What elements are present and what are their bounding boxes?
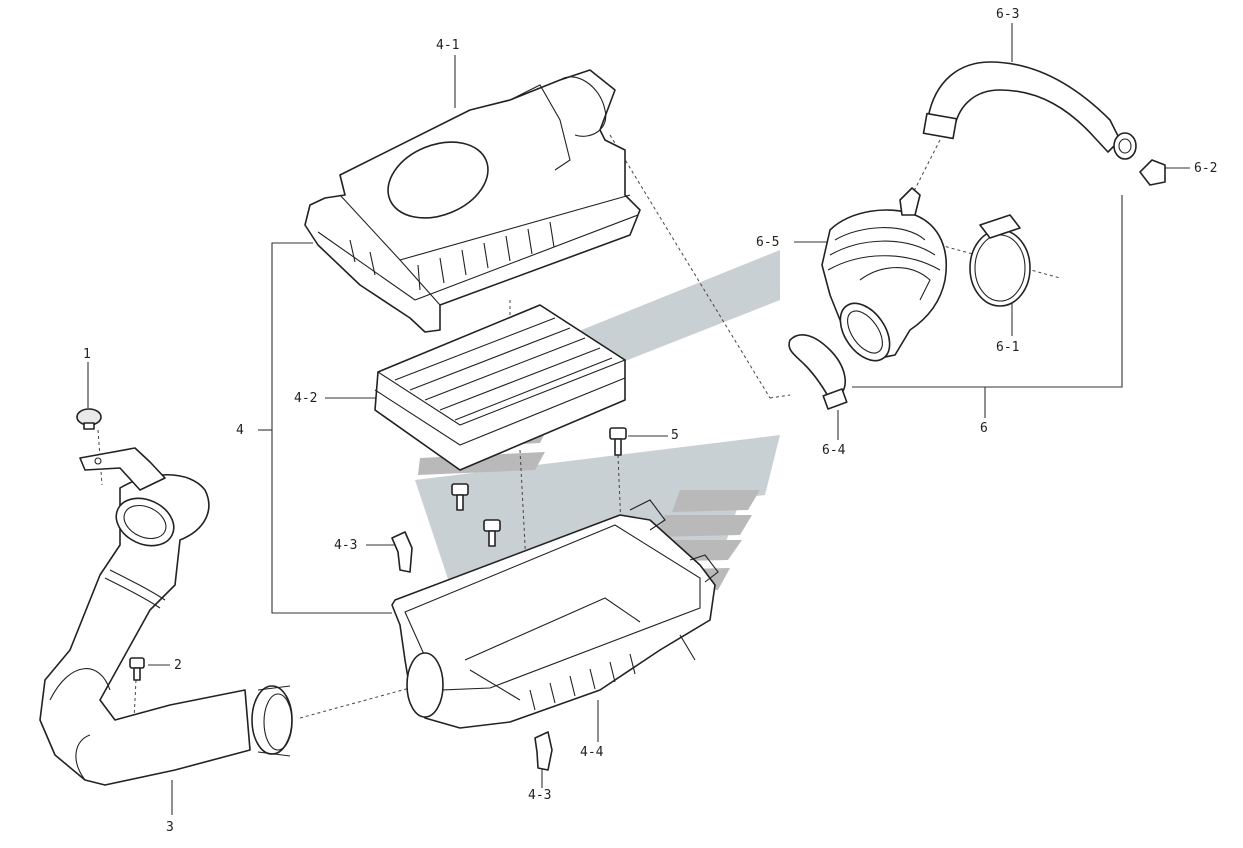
- label-part-6-4: 6-4: [822, 443, 846, 458]
- label-part-4-4: 4-4: [580, 745, 604, 760]
- label-part-4: 4: [236, 423, 244, 438]
- label-part-6-2: 6-2: [1194, 161, 1218, 176]
- duct-bracket: [79, 447, 166, 491]
- bolt-b: [483, 519, 501, 547]
- label-part-4-3-lower: 4-3: [528, 788, 552, 803]
- intake-duct: [39, 473, 293, 786]
- label-part-6-5: 6-5: [756, 235, 780, 250]
- air-filter-lower-housing: [391, 499, 719, 729]
- label-part-1: 1: [83, 347, 91, 362]
- label-part-3: 3: [166, 820, 174, 835]
- filter-pleats: [394, 317, 613, 421]
- breather-hose: [922, 61, 1137, 160]
- bolt-a: [451, 483, 469, 511]
- air-filter-cover: [304, 69, 641, 333]
- label-part-6-1: 6-1: [996, 340, 1020, 355]
- label-part-2: 2: [174, 658, 182, 673]
- filter-element: [374, 304, 627, 471]
- label-part-4-3-upper: 4-3: [334, 538, 358, 553]
- hose-clamp-6-1: [969, 214, 1031, 307]
- label-part-5: 5: [671, 428, 679, 443]
- leader-lines: [87, 23, 1190, 815]
- bolt-2: [129, 657, 145, 681]
- label-part-4-1: 4-1: [436, 38, 460, 53]
- label-part-6: 6: [980, 421, 988, 436]
- intake-elbow: [821, 187, 947, 362]
- bolt-5: [609, 427, 627, 456]
- cover-ribs: [349, 221, 555, 291]
- hose-clamp-6-4: [788, 334, 848, 410]
- label-part-6-3: 6-3: [996, 7, 1020, 22]
- label-part-4-2: 4-2: [294, 391, 318, 406]
- housing-ribs: [529, 653, 636, 711]
- clip-4-3-upper: [391, 531, 413, 573]
- hose-clip-6-2: [1139, 159, 1166, 186]
- grommet-1: [76, 408, 102, 430]
- clip-4-3-lower: [534, 731, 553, 771]
